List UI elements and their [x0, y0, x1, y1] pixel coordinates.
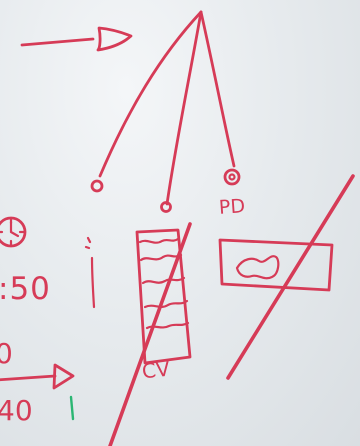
cv-slash-line — [110, 224, 190, 446]
top-number-label: 0 — [0, 340, 13, 368]
cv-box-line-3 — [143, 278, 184, 283]
middle-branch-line — [167, 12, 201, 204]
pd-box-outline — [220, 240, 332, 290]
green-mark — [71, 397, 73, 419]
cv-box-line-4 — [145, 301, 187, 307]
right-branch-line — [201, 12, 234, 166]
bottom-number-label: 40 — [0, 397, 33, 425]
pd-box-scribble — [237, 256, 278, 278]
small-vertical-mark — [86, 238, 94, 307]
clock-icon — [0, 218, 25, 246]
time-label: :50 — [0, 274, 51, 305]
right-branch-node — [225, 170, 239, 184]
cv-box-line-2 — [141, 255, 181, 260]
top-arrow-shaft — [22, 39, 93, 45]
pd-label: PD — [218, 197, 245, 218]
cv-label: CV — [141, 359, 171, 382]
top-arrow-head — [98, 28, 131, 50]
middle-branch-dot — [162, 203, 171, 212]
cv-box-line-1 — [140, 239, 178, 243]
left-branch-dot — [92, 181, 102, 191]
arrow-icon — [54, 365, 73, 388]
bottom-arrow-shaft — [0, 376, 55, 380]
right-branch-node-inner — [230, 175, 235, 180]
